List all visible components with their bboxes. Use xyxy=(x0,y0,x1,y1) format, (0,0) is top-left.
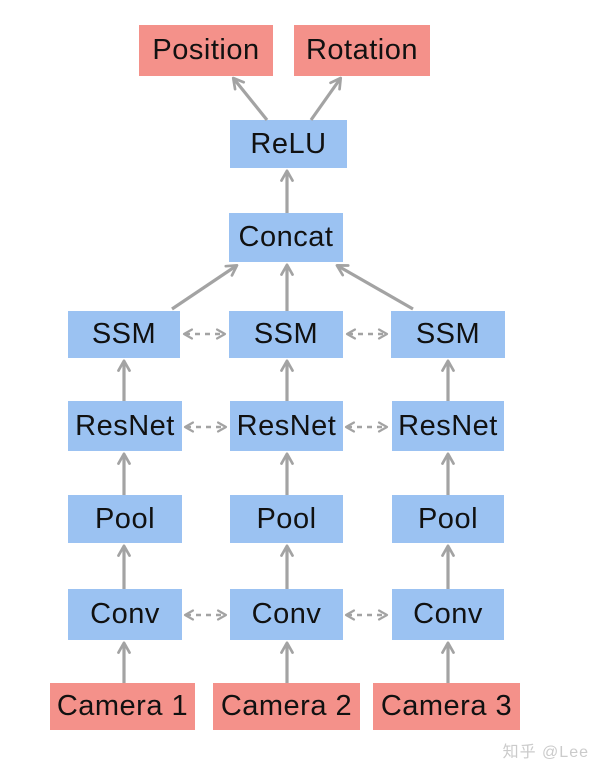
node-resnet-2: ResNet xyxy=(230,401,343,451)
node-resnet-1: ResNet xyxy=(68,401,182,451)
watermark-zhihu-lee: 知乎 @Lee xyxy=(502,744,589,761)
node-pool-2: Pool xyxy=(230,495,343,543)
node-ssm-2: SSM xyxy=(229,311,343,358)
node-pool-1: Pool xyxy=(68,495,182,543)
node-concat: Concat xyxy=(229,213,343,262)
node-conv-3: Conv xyxy=(392,589,504,640)
node-camera-3: Camera 3 xyxy=(373,683,520,730)
node-resnet-3: ResNet xyxy=(392,401,504,451)
node-rotation: Rotation xyxy=(294,25,430,76)
node-camera-2: Camera 2 xyxy=(213,683,360,730)
node-position: Position xyxy=(139,25,273,76)
node-ssm-1: SSM xyxy=(68,311,180,358)
node-camera-1: Camera 1 xyxy=(50,683,195,730)
node-ssm-3: SSM xyxy=(391,311,505,358)
node-pool-3: Pool xyxy=(392,495,504,543)
node-relu: ReLU xyxy=(230,120,347,168)
node-conv-2: Conv xyxy=(230,589,343,640)
node-conv-1: Conv xyxy=(68,589,182,640)
